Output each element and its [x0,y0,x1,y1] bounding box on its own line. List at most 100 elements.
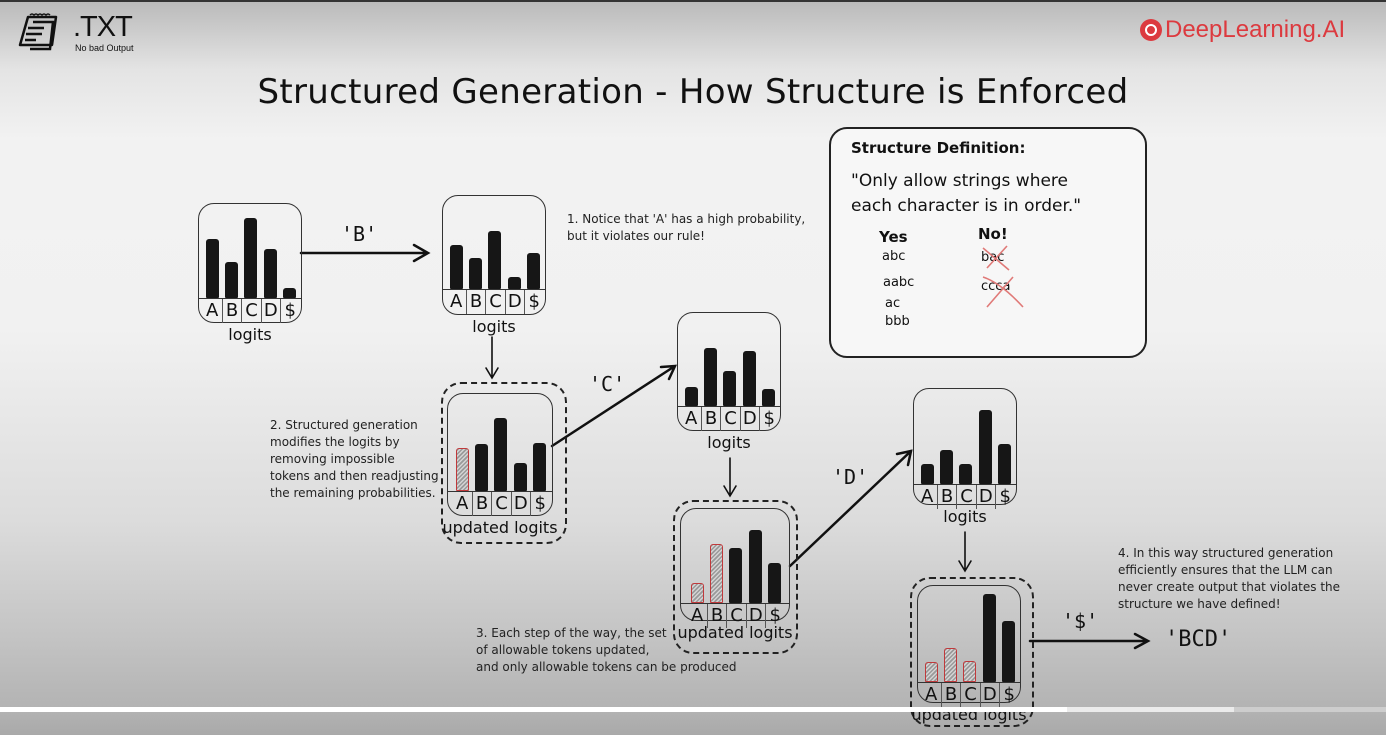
yes-item: bbb [885,314,910,329]
note-line: of allowable tokens updated, [476,643,650,657]
token-label: A [921,486,934,507]
token-label: C [720,407,739,431]
token-bar [494,418,508,491]
no-heading: No! [978,225,1008,243]
token-bar [684,386,698,406]
token-label: B [700,407,720,431]
brand-name: DeepLearning.AI [1165,16,1346,43]
note-3: 3. Each step of the way, the set of allo… [476,625,737,676]
note-line: structure we have defined! [1118,597,1281,611]
note-line: never create output that violates the [1118,580,1341,594]
top-border [0,0,1386,2]
token-bar [723,370,737,406]
token-label: B [471,492,491,516]
video-progress-played[interactable] [0,707,1068,712]
note-line: the remaining probabilities. [270,486,436,500]
removed-token-bar [690,583,704,603]
chart-axis [199,298,301,299]
removed-token-bar [455,447,469,491]
token-label: D [260,299,280,323]
token-bar [468,257,482,289]
removed-token-bar [709,543,723,603]
arrow-4 [1028,632,1151,650]
arrow-down-2 [723,457,737,498]
token-label: D [745,604,765,628]
removed-token-bar [963,661,977,682]
token-bar [920,464,934,484]
structure-heading: Structure Definition: [851,139,1026,157]
token-bar [729,547,743,603]
token-bar [507,277,521,289]
chart-axis [681,603,789,604]
token-bar [283,287,297,298]
token-bar [1002,621,1016,682]
token-label: D [975,485,995,509]
token-label: '$' [1062,609,1099,633]
chart-caption: logits [228,325,272,344]
token-bar [978,409,992,484]
token-label: C [241,299,260,323]
note-4: 4. In this way structured generation eff… [1118,545,1340,613]
token-label: B [706,604,726,628]
rule-line: each character is in order." [851,196,1082,216]
note-line: modifies the logits by [270,435,400,449]
cross-out-icon [982,245,1010,271]
token-bar [742,350,756,406]
arrow-down-1 [485,336,499,380]
token-bar [703,347,717,406]
token-label: C [956,485,975,509]
token-label: $ [530,492,549,516]
token-bar [205,238,219,298]
token-label: 'D' [832,465,869,489]
chart-caption: logits [943,507,987,526]
token-bar [533,443,547,491]
deeplearning-logo-icon [1140,19,1162,41]
token-label: C [960,683,979,707]
chart-axis [443,289,545,290]
token-label: D [979,683,999,707]
logo-subtitle: No bad Output [75,43,134,53]
updated-logits-frame [910,577,1034,727]
token-bar [474,443,488,491]
chart-axis [448,491,552,492]
notepad-logo-icon [18,13,58,51]
note-line: 4. In this way structured generation [1118,546,1334,560]
no-item: ccca [981,279,1011,294]
token-bar [488,230,502,289]
token-label: 'B' [341,222,378,246]
chart-caption: logits [472,317,516,336]
note-2: 2. Structured generation modifies the lo… [270,417,439,502]
token-label: A [456,493,469,514]
note-line: and only allowable tokens can be produce… [476,660,737,674]
structure-rule: "Only allow strings where each character… [851,169,1081,219]
yes-item: ac [885,296,901,311]
token-label: 'C' [589,372,626,396]
note-line: 3. Each step of the way, the set [476,626,667,640]
yes-item: aabc [883,275,915,290]
chart-caption: updated logits [442,518,558,537]
note-line: removing impossible [270,452,395,466]
token-bar [527,253,541,289]
chart-axis [918,682,1020,683]
chart-axis [678,406,780,407]
token-label: A [206,300,219,321]
token-label: B [940,683,960,707]
token-label: $ [765,604,784,628]
token-bar [939,449,953,484]
token-bar [748,530,762,603]
arrow-down-3 [958,531,972,573]
token-label: $ [280,299,299,323]
yes-heading: Yes [879,228,908,246]
arrow-1 [299,243,431,263]
